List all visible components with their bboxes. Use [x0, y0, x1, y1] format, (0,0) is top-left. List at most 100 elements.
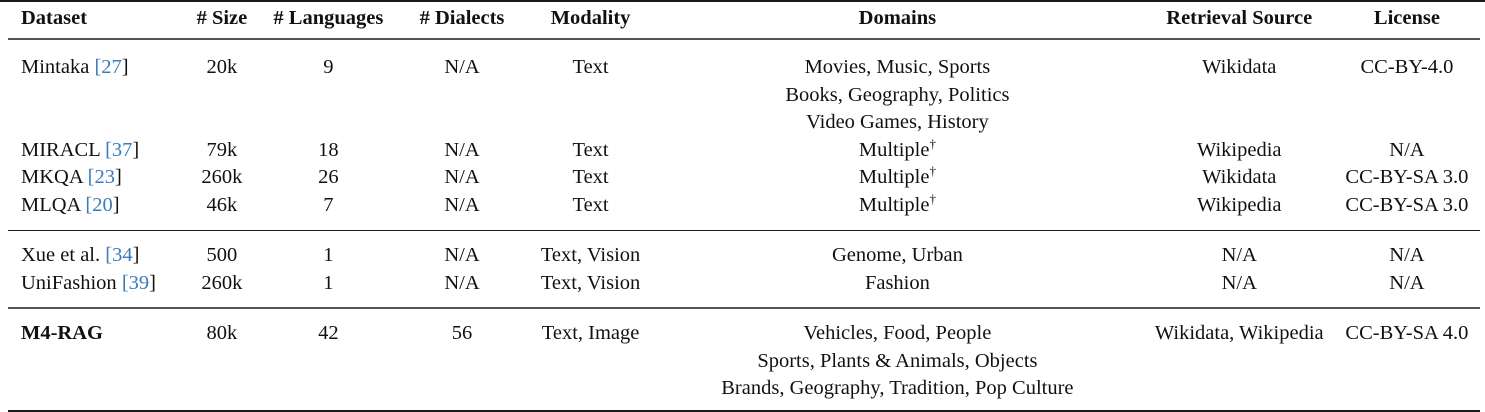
modality-cell: Text — [572, 166, 609, 188]
domains-line: Vehicles, Food, People — [803, 322, 992, 344]
languages-cell: 1 — [323, 271, 334, 294]
header-domains: Domains — [650, 2, 1145, 40]
table-group-vision-datasets: Xue et al. [34] 500 1 N/A Text, Vision G… — [8, 230, 1480, 309]
retrieval-source-cell: N/A — [1144, 230, 1334, 270]
dataset-cell: M4-RAG — [8, 307, 181, 412]
citation-link[interactable]: [34 — [105, 244, 133, 266]
table-row: Xue et al. [34] 500 1 N/A Text, Vision G… — [8, 230, 1480, 270]
dialects-cell: N/A — [444, 56, 480, 78]
size-cell: 260k — [201, 166, 243, 188]
dataset-name: UniFashion — [21, 271, 117, 294]
size-cell: 79k — [206, 138, 238, 161]
domains-cell: Multiple† — [650, 137, 1144, 165]
header-languages: # Languages — [263, 2, 394, 40]
table-group-text-datasets: Mintaka [27] 20k 9 N/A Text Movies, Musi… — [8, 39, 1480, 231]
retrieval-source-cell: Wikidata — [1202, 166, 1277, 188]
table-row: MKQA [23] 260k 26 N/A Text Multiple† Wik… — [8, 164, 1480, 192]
license-cell: CC-BY-SA 3.0 — [1345, 166, 1469, 188]
citation-link[interactable]: [20 — [85, 193, 113, 216]
table-row: MIRACL [37] 79k 18 N/A Text Multiple† Wi… — [8, 137, 1480, 165]
languages-cell: 9 — [323, 56, 334, 78]
modality-cell: Text, Vision — [540, 271, 641, 294]
dataset-name: MKQA — [21, 166, 83, 188]
table-row: MLQA [20] 46k 7 N/A Text Multiple† Wikip… — [8, 192, 1480, 231]
table-row: Mintaka [27] 20k 9 N/A Text Movies, Musi… — [8, 39, 1480, 137]
license-cell: CC-BY-4.0 — [1360, 56, 1454, 78]
license-cell: N/A — [1333, 230, 1480, 270]
citation-link[interactable]: [23 — [87, 166, 115, 188]
domains-cell: Genome, Urban — [650, 230, 1145, 270]
dataset-name: MIRACL — [21, 138, 100, 161]
header-dialects: # Dialects — [393, 2, 531, 40]
size-cell: 80k — [180, 307, 264, 412]
domains-line: Sports, Plants & Animals, Objects — [757, 349, 1038, 372]
retrieval-source-cell: Wikidata, Wikipedia — [1144, 307, 1334, 412]
license-cell: N/A — [1389, 271, 1425, 294]
domains-cell: Multiple† — [650, 164, 1144, 192]
size-cell: 20k — [206, 56, 238, 78]
domains-line: Video Games, History — [806, 111, 989, 133]
dagger-footnote-mark: † — [929, 163, 936, 178]
languages-cell: 18 — [318, 138, 339, 161]
modality-cell: Text, Image — [530, 307, 651, 412]
top-rule — [0, 0, 1485, 2]
domains-cell: Movies, Music, Sports Books, Geography, … — [650, 39, 1144, 137]
table-row: UniFashion [39] 260k 1 N/A Text, Vision … — [8, 270, 1480, 309]
citation-link[interactable]: [37 — [105, 138, 133, 161]
domains-line: Books, Geography, Politics — [785, 83, 1010, 106]
modality-cell: Text — [572, 193, 609, 216]
languages-cell: 26 — [318, 166, 339, 188]
table-row: M4-RAG 80k 42 56 Text, Image Vehicles, F… — [8, 307, 1480, 412]
dataset-comparison-table: Dataset # Size # Languages # Dialects Mo… — [8, 2, 1480, 412]
size-cell: 46k — [206, 193, 238, 216]
size-cell: 260k — [201, 271, 243, 294]
languages-cell: 7 — [323, 193, 334, 216]
header-size: # Size — [180, 2, 264, 40]
size-cell: 500 — [180, 230, 264, 270]
domains-line: Multiple — [858, 166, 930, 188]
dagger-footnote-mark: † — [929, 190, 936, 206]
header-license: License — [1333, 2, 1480, 40]
dialects-cell: N/A — [393, 230, 531, 270]
languages-cell: 1 — [263, 230, 394, 270]
dagger-footnote-mark: † — [929, 135, 936, 151]
dialects-cell: N/A — [444, 193, 480, 216]
domains-line: Movies, Music, Sports — [804, 56, 991, 78]
dialects-cell: N/A — [444, 271, 480, 294]
domains-cell: Fashion — [864, 271, 930, 294]
dataset-cell: MKQA [23] — [21, 166, 122, 188]
dialects-cell: 56 — [393, 307, 531, 412]
modality-cell: Text — [572, 138, 609, 161]
languages-cell: 42 — [263, 307, 394, 412]
license-cell: CC-BY-SA 4.0 — [1333, 307, 1480, 412]
dataset-name: MLQA — [21, 193, 81, 216]
modality-cell: Text, Vision — [530, 230, 651, 270]
dataset-cell: Xue et al. [34] — [8, 230, 181, 270]
domains-line: Multiple — [858, 138, 930, 161]
header-dataset: Dataset — [8, 2, 181, 40]
retrieval-source-cell: N/A — [1221, 271, 1257, 294]
header-retrieval-source: Retrieval Source — [1144, 2, 1334, 40]
retrieval-source-cell: Wikidata — [1202, 56, 1277, 78]
retrieval-source-cell: Wikipedia — [1196, 138, 1282, 161]
license-cell: N/A — [1389, 138, 1425, 161]
dataset-cell: Mintaka [27] — [21, 56, 129, 78]
dataset-name: Xue et al. — [21, 244, 101, 266]
header-row: Dataset # Size # Languages # Dialects Mo… — [8, 2, 1480, 40]
license-cell: CC-BY-SA 3.0 — [1345, 193, 1469, 216]
header-modality: Modality — [530, 2, 651, 40]
dataset-cell: MLQA [20] — [21, 193, 120, 216]
dialects-cell: N/A — [444, 166, 480, 188]
domains-cell: Multiple† — [650, 192, 1144, 231]
dataset-cell: UniFashion [39] — [21, 271, 156, 294]
table-group-proposed-dataset: M4-RAG 80k 42 56 Text, Image Vehicles, F… — [8, 307, 1480, 412]
citation-link[interactable]: [39 — [121, 271, 150, 294]
retrieval-source-cell: Wikipedia — [1196, 193, 1282, 216]
domains-cell: Vehicles, Food, People Sports, Plants & … — [650, 307, 1145, 412]
domains-line: Brands, Geography, Tradition, Pop Cultur… — [721, 377, 1074, 399]
dialects-cell: N/A — [444, 138, 480, 161]
citation-link[interactable]: [27 — [94, 56, 122, 78]
domains-line: Multiple — [858, 193, 930, 216]
dataset-name: Mintaka — [21, 56, 90, 78]
modality-cell: Text — [572, 56, 609, 78]
